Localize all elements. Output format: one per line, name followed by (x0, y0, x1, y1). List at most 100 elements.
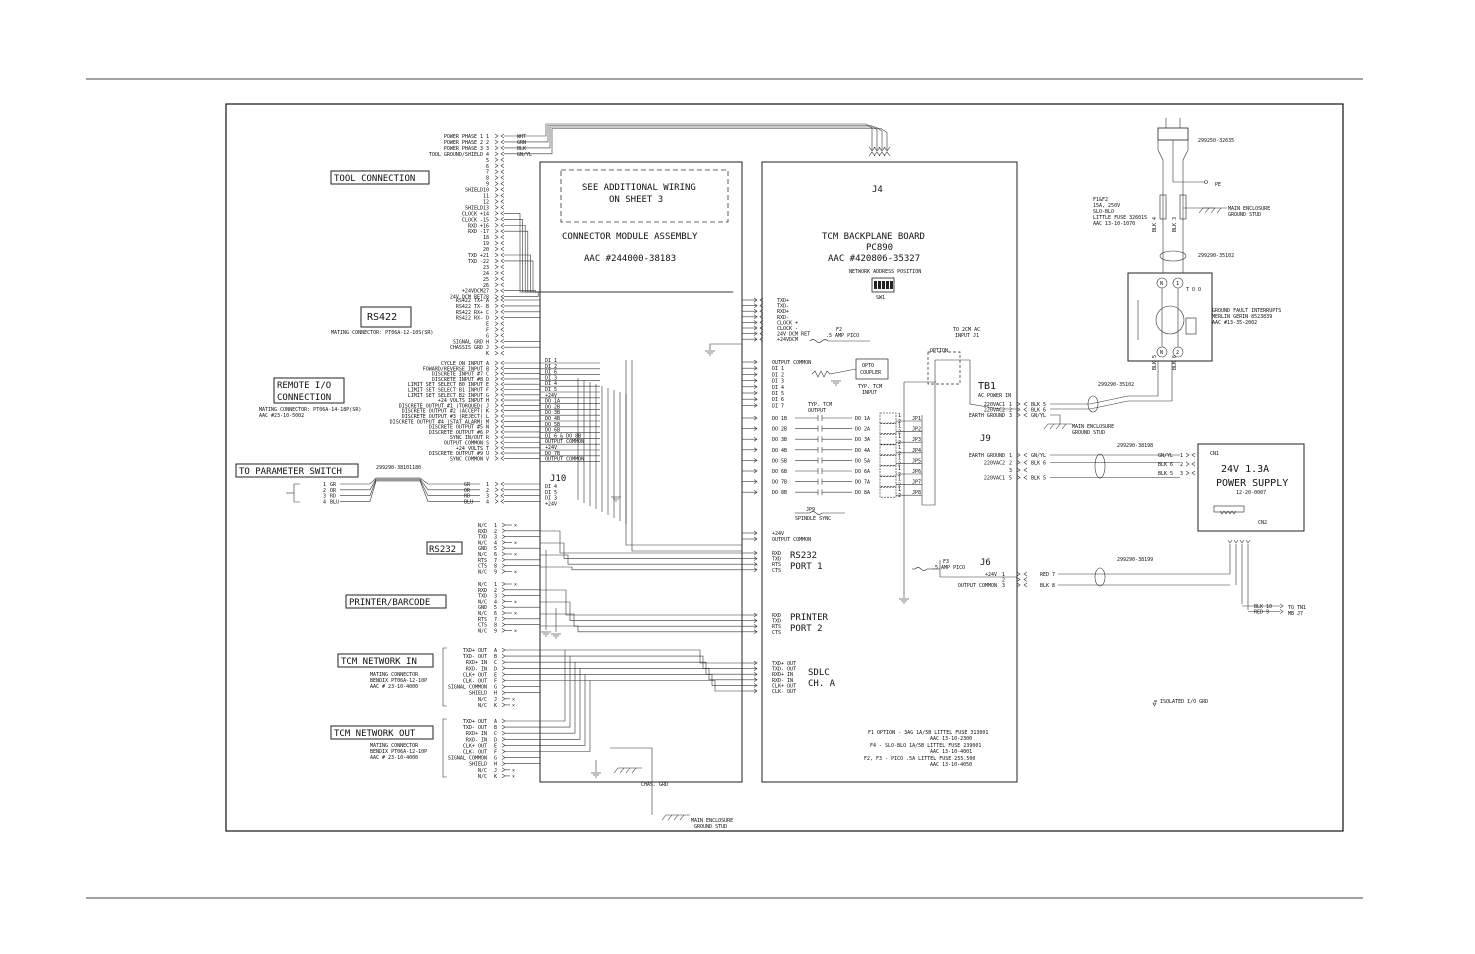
see-additional-box (560, 169, 729, 223)
bp-output-label: DO 2B (772, 427, 787, 433)
bp-input-label: DI 6 (772, 397, 784, 403)
sdlc-route (540, 667, 742, 681)
netout-pin-name: RXD- IN (466, 737, 487, 743)
pin-arrow (501, 659, 506, 665)
dip-segment (882, 281, 885, 289)
pin-arrow (500, 145, 505, 151)
tool-pin-name: TXD - (468, 259, 483, 265)
optocoupler-1: OPTO (862, 363, 874, 369)
pin-arrow (753, 390, 758, 396)
tool-pin-number: 17 (483, 229, 489, 235)
ground-hatch (1198, 207, 1204, 214)
netin-pin-letter: B (494, 654, 497, 660)
net-in-frame (337, 653, 434, 668)
remote-pin-name: LIMIT SET SELECT B2 INPUT (408, 393, 483, 399)
network-address-label: NETWORK ADDRESS POSITION (849, 269, 921, 275)
pin-arrow (753, 359, 758, 365)
rs422-pin-letter: F (486, 328, 489, 334)
pin-arrow (494, 276, 499, 282)
printer-port-1: PRINTER (790, 613, 829, 623)
pin-arrow (500, 344, 505, 350)
param-left-color: BLU (330, 499, 339, 505)
ps-part: 12-20-0007 (1236, 490, 1266, 496)
netin-pin-name: TXD+ OUT (463, 648, 487, 654)
typ-output-1: TYP. TCM (808, 402, 832, 408)
gfi-box (1127, 272, 1213, 362)
to-tn1-2: MB J7 (1288, 611, 1303, 617)
f2-label-2: .5 AMP PICO (826, 333, 859, 339)
no-connect-mark: × (512, 768, 515, 774)
netout-pin-name: N/C (478, 768, 487, 774)
pin-arrow (494, 408, 499, 413)
pin-arrow (494, 309, 499, 315)
pin-arrow (1227, 539, 1233, 544)
netout-pin-letter: H (494, 762, 497, 768)
j6-row-label: OUTPUT COMMON (958, 583, 997, 589)
pin-arrow (1023, 467, 1028, 473)
j4-arrow (883, 151, 891, 157)
jumper-pin: 1 (898, 477, 901, 483)
pin-arrow (500, 350, 505, 356)
pe-line (1172, 140, 1205, 183)
pin-arrow (494, 450, 499, 456)
drawing-frame (225, 103, 1344, 832)
sdlc-2: CH. A (808, 679, 836, 689)
j4-arrow (873, 151, 881, 157)
pin-arrow (494, 350, 499, 356)
bp-input-label: OUTPUT COMMON (772, 360, 811, 366)
rs232-pin-name: TXD (478, 535, 487, 541)
fuse-spec-3: SLO-BLO (1093, 209, 1114, 215)
param-right-color: GR (464, 482, 471, 488)
tool-pin-number: 26 (483, 283, 489, 289)
tool-pin-number: 16 (483, 223, 489, 229)
pin-arrow (500, 403, 505, 408)
jumper-box (879, 455, 897, 466)
pin-arrow (1185, 461, 1190, 467)
pin-arrow (753, 336, 758, 342)
tool-pin-number: 5 (486, 158, 489, 164)
rs232-pin-num: 8 (494, 564, 497, 570)
pin-arrow (500, 288, 505, 293)
pin-arrow (753, 530, 758, 536)
remote-io-label-2: CONNECTION (277, 393, 331, 403)
remote-pin-name: LIMIT SET SELECT B0 INPUT (408, 382, 483, 388)
pin-arrow (494, 246, 499, 252)
no-connect-mark: × (514, 599, 517, 605)
bp-output-label: DO 8B (772, 490, 787, 496)
typ-input-1: TYP. TCM (858, 384, 882, 390)
pin-arrow (753, 489, 758, 495)
remote-pin-name: LIMIT SET SELECT B1 INPUT (408, 388, 483, 394)
pin-arrow (494, 371, 499, 376)
rs232-pin-num: 5 (494, 546, 497, 552)
pin-arrow (501, 672, 506, 677)
rs422-pin-letter: G (486, 333, 489, 339)
cable-top: 299250-32635 (1198, 138, 1234, 144)
bp-input-label: DI 5 (772, 391, 784, 397)
ps-wire-color: BLK 6 (1158, 462, 1173, 468)
tool-pin-number: 14 (483, 211, 489, 217)
mains-line (1182, 140, 1189, 273)
rs422-pin-name: RS422 TX- (456, 304, 483, 310)
j9-wire-color: GN/YL (1031, 453, 1046, 459)
fuse-f3 (914, 567, 928, 571)
pin-arrow (500, 282, 505, 287)
pin-arrow (501, 702, 506, 708)
pin-arrow (501, 610, 506, 616)
pin-arrow (501, 545, 506, 551)
j9-row-label: 220VAC2 (984, 461, 1005, 467)
jumper-label: JP2 (912, 427, 921, 433)
rs232-label: RS232 (429, 545, 456, 555)
jumper-pin: 1 (898, 445, 901, 451)
pin-arrow (753, 403, 758, 408)
gfi-terminal-label: N (1160, 281, 1163, 287)
pin-arrow (501, 653, 506, 659)
j6-wire-color: RED 7 (1040, 572, 1055, 578)
printer-route (540, 589, 742, 616)
jumper-label: JP1 (912, 416, 921, 422)
tool-pin-number: 12 (483, 199, 489, 205)
pin-arrow (753, 331, 758, 336)
remote-pin-name: OUTPUT COMMON (444, 441, 483, 447)
pin-arrow (753, 436, 758, 442)
pin-arrow (501, 540, 506, 545)
remote-io-frame (273, 377, 345, 404)
